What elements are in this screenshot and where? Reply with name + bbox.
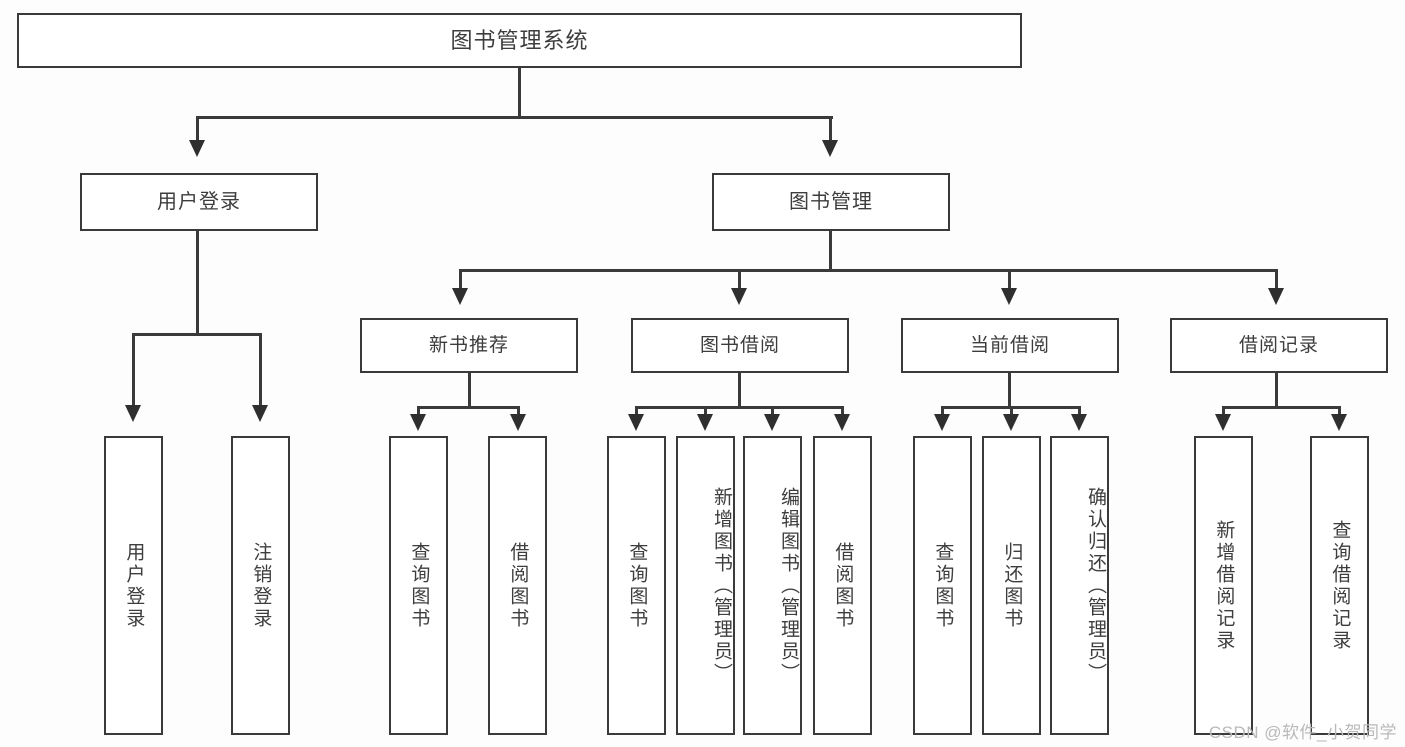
arrowhead-new-book-leaf-2 <box>510 414 526 431</box>
arrowhead-user-login <box>189 140 205 157</box>
edge-current-borrow-stem <box>1008 373 1011 408</box>
edge-to-current-borrow <box>1008 269 1011 291</box>
leaf-query-book-borrow[interactable]: 查询图书 <box>607 436 666 735</box>
edge-user-login-bar <box>133 333 261 336</box>
node-user-login[interactable]: 用户登录 <box>80 173 318 231</box>
edge-book-manage-bar <box>460 269 1278 272</box>
edge-new-book-to-leaf-1 <box>417 406 420 418</box>
edge-user-login-to-leaf-1 <box>132 333 135 408</box>
edge-new-book-bar <box>418 406 520 409</box>
node-book-borrow[interactable]: 图书借阅 <box>631 318 849 373</box>
arrowhead-book-borrow-leaf-4 <box>834 414 850 431</box>
edge-root-stem <box>518 68 521 118</box>
arrowhead-book-borrow-leaf-3 <box>764 414 780 431</box>
arrowhead-leaf-user-login <box>125 405 141 422</box>
edge-borrow-record-to-leaf-1 <box>1222 406 1225 418</box>
edge-current-borrow-to-leaf-2 <box>1010 406 1013 418</box>
edge-book-borrow-bar <box>636 406 843 409</box>
edge-borrow-record-bar <box>1223 406 1340 409</box>
leaf-confirm-return-admin[interactable]: 确认归还（管理员） <box>1050 436 1109 735</box>
arrowhead-book-borrow-leaf-2 <box>697 414 713 431</box>
edge-to-book-borrow <box>738 269 741 291</box>
leaf-logout[interactable]: 注销登录 <box>231 436 290 735</box>
leaf-return-book[interactable]: 归还图书 <box>982 436 1041 735</box>
edge-user-login-to-leaf-2 <box>259 333 262 408</box>
node-current-borrow[interactable]: 当前借阅 <box>901 318 1119 373</box>
leaf-query-book-current[interactable]: 查询图书 <box>913 436 972 735</box>
edge-borrow-record-stem <box>1275 373 1278 408</box>
arrowhead-book-borrow <box>731 288 747 305</box>
arrowhead-book-borrow-leaf-1 <box>628 414 644 431</box>
leaf-user-login[interactable]: 用户登录 <box>104 436 163 735</box>
edge-borrow-record-to-leaf-2 <box>1338 406 1341 418</box>
arrowhead-current-borrow <box>1001 288 1017 305</box>
arrowhead-borrow-record-leaf-2 <box>1331 414 1347 431</box>
arrowhead-borrow-record-leaf-1 <box>1215 414 1231 431</box>
edge-to-borrow-record <box>1275 269 1278 291</box>
leaf-query-book-recommend[interactable]: 查询图书 <box>389 436 448 735</box>
arrowhead-current-borrow-leaf-2 <box>1003 414 1019 431</box>
leaf-borrow-book-recommend[interactable]: 借阅图书 <box>488 436 547 735</box>
edge-user-login-stem <box>196 231 199 335</box>
leaf-query-borrow-record[interactable]: 查询借阅记录 <box>1310 436 1369 735</box>
edge-book-borrow-to-leaf-1 <box>635 406 638 418</box>
arrowhead-borrow-record <box>1268 288 1284 305</box>
edge-book-borrow-to-leaf-2 <box>704 406 707 418</box>
edge-root-to-book-manage <box>829 116 832 143</box>
node-new-book-recommend[interactable]: 新书推荐 <box>360 318 578 373</box>
edge-root-bar <box>197 116 833 119</box>
arrowhead-leaf-logout <box>252 405 268 422</box>
arrowhead-book-manage <box>822 140 838 157</box>
leaf-borrow-book[interactable]: 借阅图书 <box>813 436 872 735</box>
node-root-system[interactable]: 图书管理系统 <box>17 13 1022 68</box>
edge-book-borrow-to-leaf-4 <box>841 406 844 418</box>
edge-current-borrow-to-leaf-1 <box>941 406 944 418</box>
node-book-management[interactable]: 图书管理 <box>712 173 950 231</box>
leaf-add-borrow-record[interactable]: 新增借阅记录 <box>1194 436 1253 735</box>
arrowhead-new-book-leaf-1 <box>410 414 426 431</box>
edge-book-borrow-stem <box>738 373 741 408</box>
edge-current-borrow-to-leaf-3 <box>1078 406 1081 418</box>
leaf-add-book-admin[interactable]: 新增图书（管理员） <box>676 436 735 735</box>
edge-new-book-to-leaf-2 <box>517 406 520 418</box>
arrowhead-current-borrow-leaf-3 <box>1071 414 1087 431</box>
edge-new-book-stem <box>468 373 471 408</box>
edge-to-new-book-recommend <box>459 269 462 291</box>
edge-book-borrow-to-leaf-3 <box>771 406 774 418</box>
watermark-credit: CSDN @软件_小贺同学 <box>1208 723 1397 742</box>
leaf-edit-book-admin[interactable]: 编辑图书（管理员） <box>743 436 802 735</box>
edge-book-manage-stem <box>829 231 832 271</box>
edge-root-to-user-login <box>196 116 199 143</box>
arrowhead-new-book-recommend <box>452 288 468 305</box>
node-borrow-record[interactable]: 借阅记录 <box>1170 318 1388 373</box>
arrowhead-current-borrow-leaf-1 <box>934 414 950 431</box>
